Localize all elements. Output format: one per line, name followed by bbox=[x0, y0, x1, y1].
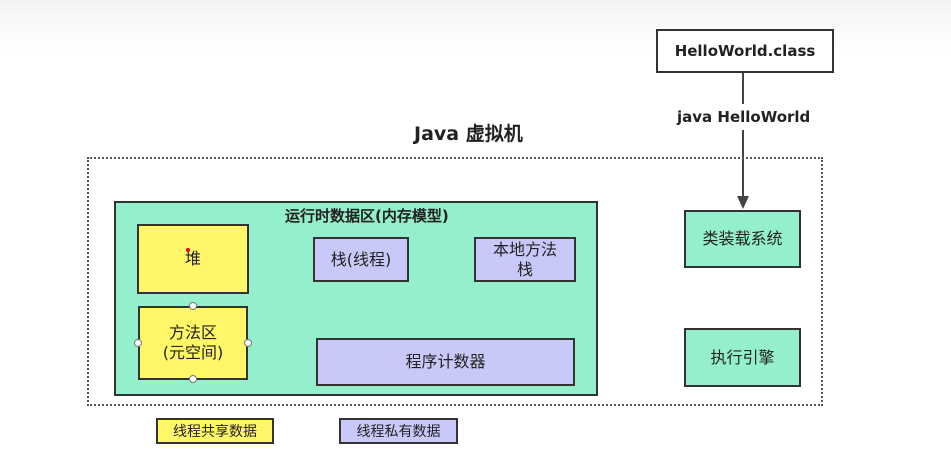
native-stack-box[interactable]: 本地方法 栈 bbox=[474, 237, 576, 282]
program-counter-label: 程序计数器 bbox=[405, 352, 486, 371]
class-loader-label: 类装载系统 bbox=[702, 229, 783, 248]
jvm-frame bbox=[87, 157, 823, 406]
heap-marker-dot bbox=[186, 248, 190, 252]
execution-engine-box[interactable]: 执行引擎 bbox=[684, 328, 801, 387]
stack-label: 栈(线程) bbox=[330, 249, 392, 269]
legend-shared: 线程共享数据 bbox=[156, 418, 274, 444]
heap-label: 堆 bbox=[184, 249, 201, 268]
native-stack-label: 本地方法 栈 bbox=[492, 239, 557, 279]
program-counter-box[interactable]: 程序计数器 bbox=[316, 338, 575, 386]
execution-engine-label: 执行引擎 bbox=[710, 347, 775, 367]
method-area-handle-top[interactable] bbox=[189, 302, 197, 310]
class-loader-box[interactable]: 类装载系统 bbox=[684, 210, 801, 268]
runtime-area-title: 运行时数据区(内存模型) bbox=[285, 207, 449, 225]
method-area-box[interactable]: 方法区 (元空间) bbox=[138, 306, 248, 380]
jvm-title: Java 虚拟机 bbox=[414, 123, 523, 145]
heap-box[interactable]: 堆 bbox=[137, 224, 249, 294]
method-area-label: 方法区 (元空间) bbox=[162, 323, 224, 362]
command-label: java HelloWorld bbox=[677, 108, 811, 126]
legend-private: 线程私有数据 bbox=[339, 418, 458, 444]
method-area-handle-left[interactable] bbox=[134, 339, 142, 347]
stack-box[interactable]: 栈(线程) bbox=[313, 237, 409, 282]
legend-private-label: 线程私有数据 bbox=[356, 424, 441, 440]
legend-shared-label: 线程共享数据 bbox=[173, 424, 257, 440]
method-area-handle-right[interactable] bbox=[244, 339, 252, 347]
method-area-handle-bottom[interactable] bbox=[189, 375, 197, 383]
class-file-box[interactable]: HelloWorld.class bbox=[656, 29, 834, 73]
